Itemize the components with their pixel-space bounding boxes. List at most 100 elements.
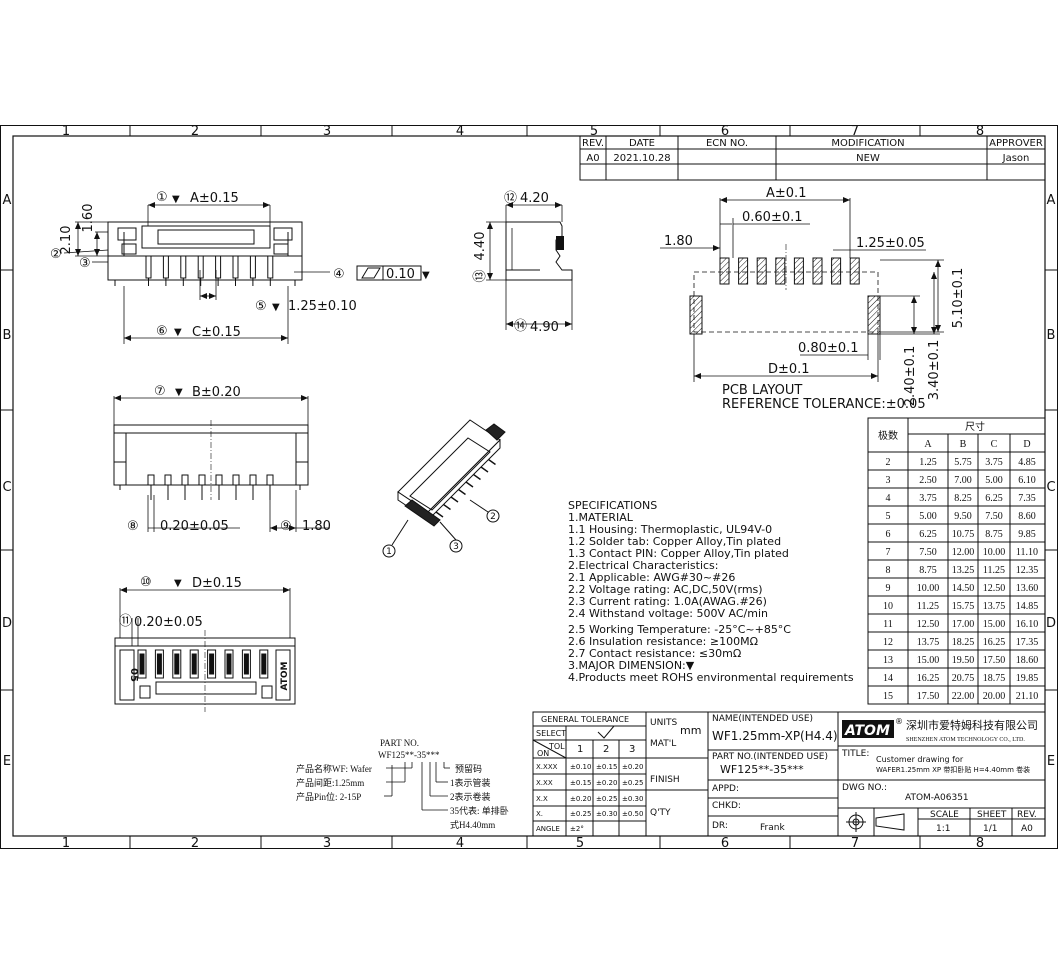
dim-table-cell: 19.50 (952, 655, 975, 666)
dim-table-cell: 5 (886, 511, 891, 522)
bottom-callout-10: ⑩ (140, 575, 152, 590)
dim-table-cell: 17.50 (917, 691, 940, 702)
dim-table-cell: 14.50 (952, 583, 975, 594)
top-callout-5: ⑤ (255, 299, 267, 314)
frame-col-top-3: 3 (323, 124, 331, 139)
frame-col-bottom-5: 5 (576, 836, 584, 851)
dim-table-col-header: A (924, 439, 932, 450)
finish-label: FINISH (650, 775, 680, 785)
rev-header-ecn: ECN NO. (706, 138, 748, 149)
pcb-dim-D: D±0.1 (768, 362, 810, 377)
dim-table-cell: 16.25 (983, 637, 1006, 648)
rev-cell-date: 2021.10.28 (613, 153, 670, 164)
dim-table-cell: 12.00 (952, 547, 975, 558)
top-dim-A: A±0.15 (190, 191, 239, 206)
bottom-label-left: 05 (128, 668, 139, 682)
dim-table-cell: 13.75 (983, 601, 1006, 612)
spec-line-1: 1.MATERIAL (568, 511, 634, 524)
dim-table-cell: 4.85 (1018, 457, 1036, 468)
scale-label: SCALE (930, 810, 959, 820)
scale-value: 1:1 (936, 824, 950, 834)
pcb-pad (831, 257, 842, 285)
dim-table-col-header: C (991, 439, 998, 450)
dim-table-cell: 2.50 (919, 475, 937, 486)
tolerance-cell: ±0.25 (622, 779, 643, 787)
dim-table-cell: 11.25 (917, 601, 939, 612)
dim-table-cell: 11.25 (983, 565, 1005, 576)
dim-table-cell: 7.35 (1018, 493, 1036, 504)
dim-table-col-header: B (960, 439, 967, 450)
iso-pin (488, 458, 496, 466)
dim-table-cell: 13.60 (1016, 583, 1039, 594)
part-no-right-1: 预留码 (455, 763, 482, 774)
part-no-right-2: 1表示管装 (450, 777, 491, 788)
front-pin (215, 474, 223, 486)
top-pin (180, 255, 187, 279)
title-label: TITLE: (841, 749, 869, 759)
company-name-en: SHENZHEN ATOM TECHNOLOGY CO., LTD. (906, 737, 1025, 743)
tolerance-cell: ±0.10 (570, 763, 591, 771)
tolerance-cell: ±0.25 (596, 795, 617, 803)
dim-table-cell: 14.85 (1016, 601, 1039, 612)
pcb-pad (756, 257, 767, 285)
sheet-label: SHEET (977, 810, 1007, 820)
top-flatness-value: 0.10 (386, 267, 415, 282)
dwg-value: ATOM-A06351 (905, 793, 969, 803)
frame-row-right-A: A (1047, 193, 1056, 208)
side-callout-14: ⑭ (514, 319, 527, 334)
top-pin (249, 255, 256, 279)
dim-table-cell: 12.35 (1016, 565, 1039, 576)
part-no-code: WF125**-35*** (378, 750, 440, 760)
pcb-dim-080: 0.80±0.1 (798, 341, 859, 356)
tolerance-cell: ANGLE (536, 825, 560, 833)
dim-table-cell: 15.00 (917, 655, 940, 666)
dim-table-cell: 22.00 (952, 691, 975, 702)
pcb-pad (812, 257, 823, 285)
units-label: UNITS (650, 718, 677, 728)
dim-table-cell: 8.60 (1018, 511, 1036, 522)
spec-line-2: 1.1 Housing: Thermoplastic, UL94V-0 (568, 523, 772, 536)
dim-table-cell: 21.10 (1016, 691, 1039, 702)
logo-text: ATOM (844, 723, 890, 739)
frame-row-left-C: C (2, 480, 11, 495)
dim-table-pole-header: 极数 (878, 429, 898, 442)
dim-table-cell: 11.10 (1016, 547, 1038, 558)
top-dim-160: 1.60 (81, 204, 96, 233)
front-pin (181, 474, 189, 486)
dim-table-cell: 12 (883, 637, 893, 648)
tolerance-cell: ±0.30 (596, 810, 617, 818)
bottom-callout-11: ⑪ (119, 614, 132, 629)
pcb-pad (793, 257, 804, 285)
top-callout-1: ① (156, 190, 168, 205)
tolerance-cell: ±0.15 (596, 763, 617, 771)
bottom-pin-contact (191, 653, 197, 675)
part-no-bottom-1: 35代表: 单排卧 (450, 805, 509, 816)
dim-table-cell: 6.10 (1018, 475, 1036, 486)
tol-on: ON (537, 749, 549, 758)
frame-col-top-7: 7 (851, 124, 859, 139)
top-datum-arrow-6: ▼ (174, 327, 182, 338)
rev-value: A0 (1021, 824, 1033, 834)
tol-col-2: 2 (603, 744, 609, 755)
iso-callout-2: 2 (490, 512, 496, 522)
dim-table-cell: 5.75 (954, 457, 972, 468)
dr-label: DR: (712, 821, 728, 831)
dim-table-cell: 10.00 (917, 583, 940, 594)
tolerance-cell: X.XXX (536, 763, 558, 771)
matl-label: MAT'L (650, 739, 676, 749)
dim-table-cell: 7.50 (919, 547, 937, 558)
dim-table-cell: 13.25 (952, 565, 975, 576)
top-callout-4: ④ (333, 267, 345, 282)
frame-col-bottom-2: 2 (191, 836, 199, 851)
frame-row-right-C: C (1046, 480, 1055, 495)
dim-table-cell: 7.50 (985, 511, 1003, 522)
dim-table-cell: 17.50 (983, 655, 1006, 666)
side-dim-420: 4.20 (520, 191, 549, 206)
frame-col-top-6: 6 (721, 124, 729, 139)
dim-table-cell: 9.50 (954, 511, 972, 522)
pcb-pad (775, 257, 786, 285)
tolerance-cell: ±0.20 (622, 763, 643, 771)
partno-label: PART NO.(INTENDED USE) (712, 752, 828, 762)
bottom-pin-contact (156, 653, 162, 675)
